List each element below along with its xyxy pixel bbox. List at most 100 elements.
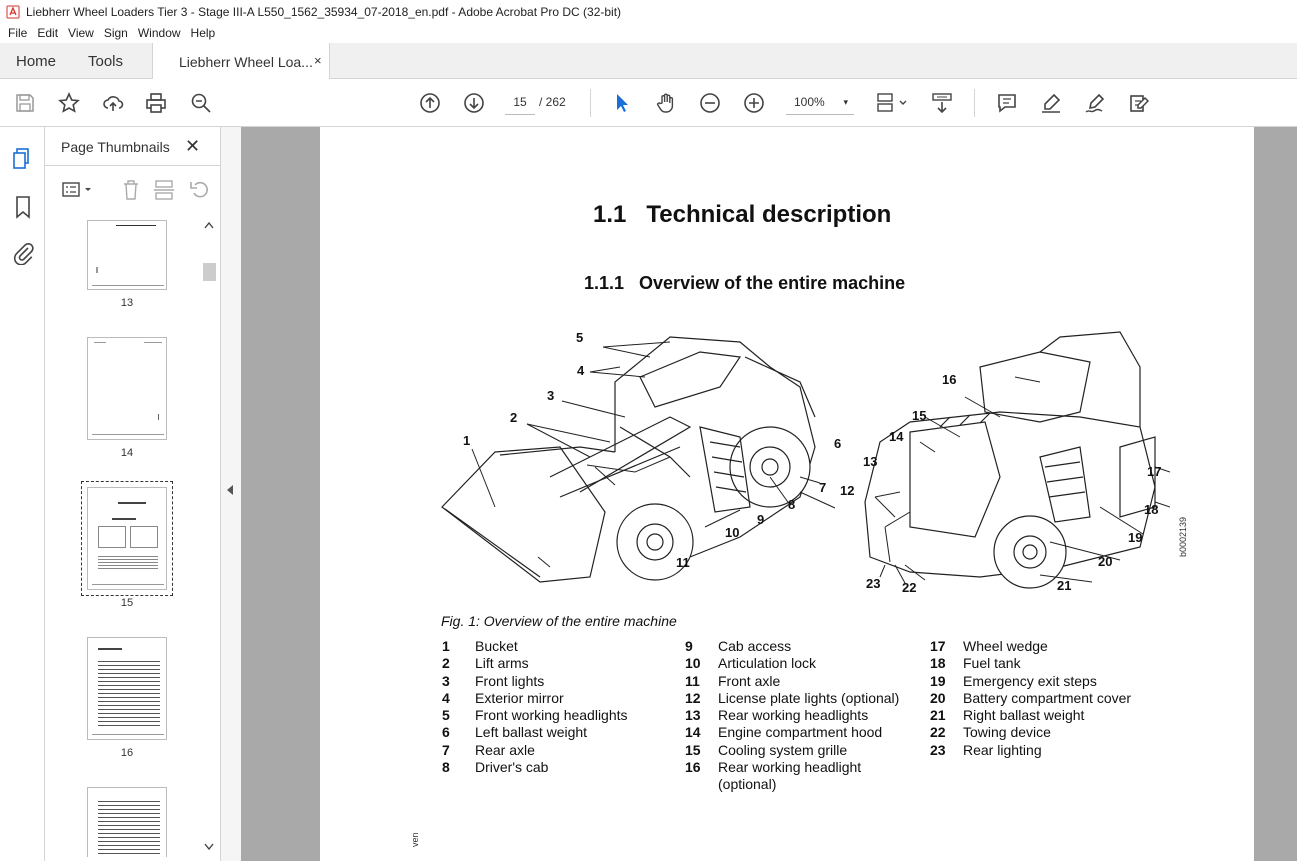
- zoom-select[interactable]: 100%▾: [786, 91, 854, 115]
- page-number-input[interactable]: 15: [505, 91, 535, 115]
- machine-overview-figure: 1 2 3 4 5 6 7 8 9 10 11 12 13 14 15 16 1…: [441, 330, 1170, 595]
- hand-icon[interactable]: [654, 91, 678, 115]
- document-view[interactable]: 1.1 Technical description 1.1.1 Overview…: [241, 127, 1297, 861]
- select-cursor-icon[interactable]: [610, 91, 634, 115]
- star-icon[interactable]: [57, 91, 81, 115]
- scroll-down-icon[interactable]: [204, 843, 214, 851]
- edit-icon[interactable]: [1127, 91, 1151, 115]
- main-toolbar: 15 / 262 100%▾: [0, 79, 1297, 127]
- legend-number: 6: [442, 724, 450, 741]
- comment-icon[interactable]: [995, 91, 1019, 115]
- thumbnail-page-16[interactable]: [87, 637, 167, 740]
- menu-sign[interactable]: Sign: [103, 26, 128, 40]
- legend-text: License plate lights (optional): [718, 689, 900, 706]
- callout-21: 21: [1057, 578, 1071, 593]
- callout-11: 11: [676, 555, 690, 570]
- thumbnail-options-icon[interactable]: [61, 180, 97, 200]
- thumbnail-scrollbar[interactable]: [201, 217, 217, 857]
- thumbnail-list: 13 14 15 16: [45, 217, 205, 857]
- legend-text: Rear working headlight: [718, 759, 862, 776]
- callout-leaders: [471, 341, 1170, 584]
- thumbnail-page-15[interactable]: [81, 481, 173, 596]
- scroll-thumb[interactable]: [203, 263, 216, 281]
- thumbnail-page-14[interactable]: [87, 337, 167, 440]
- callout-19: 19: [1128, 530, 1142, 545]
- legend-text: Rear working headlights: [718, 707, 869, 724]
- callout-14: 14: [889, 429, 904, 444]
- thumbnail-page-13[interactable]: [87, 220, 167, 290]
- insert-page-icon[interactable]: [153, 179, 175, 201]
- legend-number: 22: [930, 724, 946, 741]
- legend-number: 1: [442, 638, 450, 654]
- subsection-heading: 1.1.1 Overview of the entire machine: [584, 273, 906, 293]
- legend-text: Left ballast weight: [475, 724, 588, 741]
- menu-help[interactable]: Help: [190, 26, 216, 40]
- legend-number: 18: [930, 655, 946, 672]
- upload-icon[interactable]: [101, 91, 125, 115]
- menu-edit[interactable]: Edit: [37, 26, 59, 40]
- scroll-mode-icon[interactable]: [930, 91, 954, 115]
- print-icon[interactable]: [144, 91, 168, 115]
- menu-file[interactable]: File: [8, 26, 28, 40]
- rotate-icon[interactable]: [189, 179, 211, 201]
- zoom-out-icon[interactable]: [698, 91, 722, 115]
- scroll-up-icon[interactable]: [204, 221, 214, 229]
- legend-text: Right ballast weight: [963, 707, 1085, 724]
- legend-number: 20: [930, 689, 946, 706]
- panel-splitter[interactable]: [221, 127, 241, 861]
- panel-close-icon[interactable]: ✕: [185, 136, 201, 156]
- figure-caption: Fig. 1: Overview of the entire machine: [441, 613, 677, 629]
- sign-icon[interactable]: [1083, 91, 1107, 115]
- callout-8: 8: [788, 497, 795, 512]
- tab-close-icon[interactable]: ×: [314, 53, 322, 68]
- legend-number: 2: [442, 655, 450, 672]
- highlight-icon[interactable]: [1039, 91, 1063, 115]
- tab-home[interactable]: Home: [16, 53, 57, 70]
- menu-window[interactable]: Window: [137, 26, 181, 40]
- zoom-in-icon[interactable]: [742, 91, 766, 115]
- page-up-icon[interactable]: [418, 91, 442, 115]
- tab-document[interactable]: Liebherr Wheel Loa... ×: [152, 43, 330, 80]
- callout-4: 4: [577, 363, 585, 378]
- legend-text: Front lights: [475, 672, 545, 689]
- zoom-search-icon[interactable]: [189, 91, 213, 115]
- collapse-arrow-icon[interactable]: [227, 485, 233, 495]
- legend-text: Fuel tank: [963, 655, 1021, 672]
- legend-text: Exterior mirror: [475, 689, 564, 706]
- page-thumbnails-icon[interactable]: [11, 147, 35, 171]
- tab-tools[interactable]: Tools: [88, 53, 124, 70]
- callout-20: 20: [1098, 554, 1112, 569]
- thumbnail-page-17[interactable]: [87, 787, 167, 857]
- page-down-icon[interactable]: [462, 91, 486, 115]
- legend-text: Battery compartment cover: [963, 689, 1132, 706]
- callout-6: 6: [834, 436, 841, 451]
- legend-text: Emergency exit steps: [963, 672, 1097, 689]
- legend-number: 4: [442, 689, 450, 706]
- rear-loader-drawing: [864, 331, 1156, 589]
- legend-number: 16: [685, 759, 701, 776]
- callout-13: 13: [863, 454, 877, 469]
- menu-view[interactable]: View: [68, 26, 94, 40]
- toolbar-divider: [590, 89, 591, 117]
- panel-title: Page Thumbnails: [61, 139, 170, 155]
- thumbnail-label: 15: [120, 597, 134, 609]
- legend-number: 23: [930, 741, 946, 758]
- attachment-icon[interactable]: [11, 241, 35, 265]
- page-layout-icon[interactable]: [874, 91, 910, 115]
- delete-icon[interactable]: [121, 179, 141, 201]
- legend-text: Towing device: [963, 724, 1051, 741]
- callout-18: 18: [1144, 502, 1158, 517]
- title-bar: Liebherr Wheel Loaders Tier 3 - Stage II…: [0, 0, 1297, 23]
- save-icon[interactable]: [13, 91, 37, 115]
- legend-text: Cab access: [718, 638, 792, 654]
- bookmark-icon[interactable]: [11, 195, 35, 219]
- legend-text: Lift arms: [475, 655, 529, 672]
- legend-text: Front axle: [718, 672, 781, 689]
- callout-17: 17: [1147, 464, 1161, 479]
- page-count: / 262: [539, 95, 566, 109]
- callout-2: 2: [510, 410, 517, 425]
- legend-number: 11: [685, 672, 700, 689]
- legend-text: Rear axle: [475, 741, 535, 758]
- legend-number: 5: [442, 707, 450, 724]
- tab-document-label: Liebherr Wheel Loa...: [179, 54, 313, 70]
